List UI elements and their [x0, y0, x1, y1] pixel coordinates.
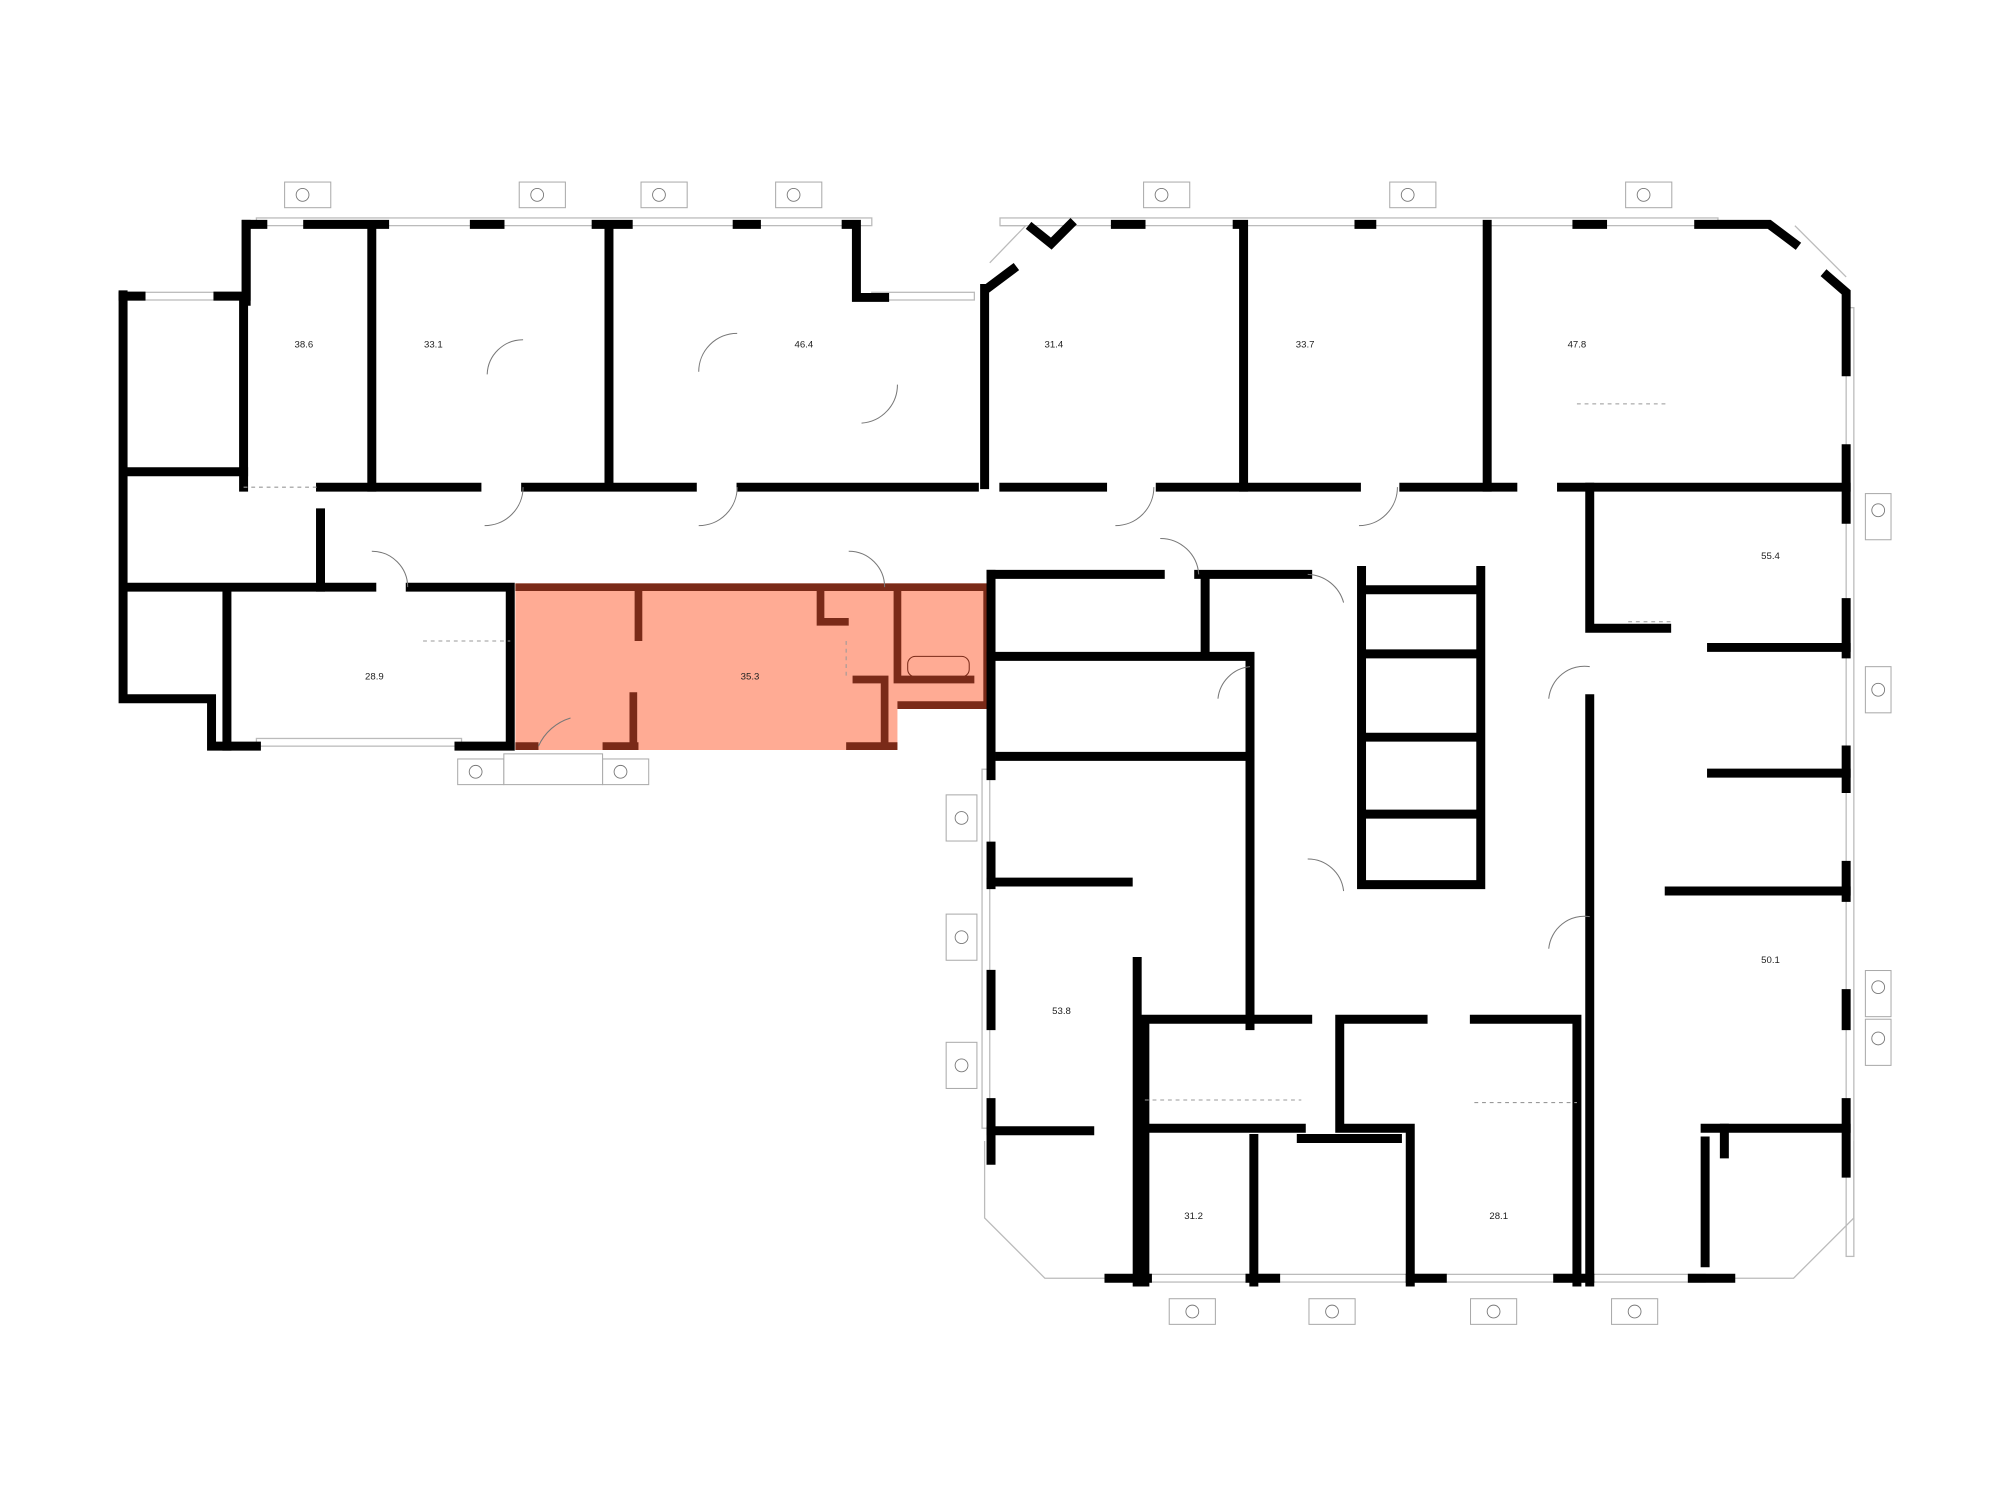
apartment-labels: 38.6 33.1 46.4 31.4 33.7 47.8 55.4 28.9 …: [294, 339, 1780, 1222]
ac-unit-icon: [602, 758, 650, 786]
ac-unit-icon: [945, 1041, 978, 1089]
ac-unit-icon: [1168, 1298, 1216, 1325]
apartment-area-label[interactable]: 38.6: [294, 339, 313, 350]
ac-unit-icon: [518, 181, 566, 209]
apartment-area-label[interactable]: 33.1: [424, 339, 443, 350]
apartment-area-label[interactable]: 50.1: [1761, 955, 1780, 966]
ac-unit-icon: [1308, 1298, 1356, 1325]
ac-unit-icon: [1470, 1298, 1518, 1325]
walls: [118, 218, 1851, 1287]
ac-unit-icon: [1143, 181, 1191, 209]
apartment-area-label[interactable]: 33.7: [1296, 339, 1315, 350]
ac-unit-icon: [1864, 666, 1892, 714]
ac-unit-icon: [1625, 181, 1673, 209]
ac-unit-icon: [1864, 1018, 1892, 1066]
ac-unit-icon: [640, 181, 688, 209]
ac-unit-icon: [945, 913, 978, 961]
ac-unit-icon: [284, 181, 332, 209]
apartment-area-label[interactable]: 47.8: [1568, 339, 1587, 350]
selected-apartment[interactable]: [515, 583, 992, 751]
apartment-area-label[interactable]: 28.1: [1489, 1211, 1508, 1222]
ac-unit-icon: [945, 794, 978, 842]
ac-unit-icon: [1389, 181, 1437, 209]
apartment-area-label[interactable]: 53.8: [1052, 1006, 1071, 1017]
apartment-area-label[interactable]: 31.2: [1184, 1211, 1203, 1222]
ac-unit-icon: [457, 758, 505, 786]
apartment-area-label[interactable]: 46.4: [794, 339, 813, 350]
apartment-area-label[interactable]: 31.4: [1044, 339, 1063, 350]
doors: [243, 332, 1674, 1104]
apartment-area-label[interactable]: 28.9: [365, 671, 384, 682]
ac-unit-icon: [1611, 1298, 1659, 1325]
ac-unit-icon: [1864, 970, 1892, 1018]
ac-unit-icon: [775, 181, 823, 209]
ac-units: [284, 181, 1892, 1325]
ac-unit-icon: [1864, 493, 1892, 541]
selected-apartment-area-label[interactable]: 35.3: [741, 671, 760, 682]
apartment-area-label[interactable]: 55.4: [1761, 551, 1780, 562]
